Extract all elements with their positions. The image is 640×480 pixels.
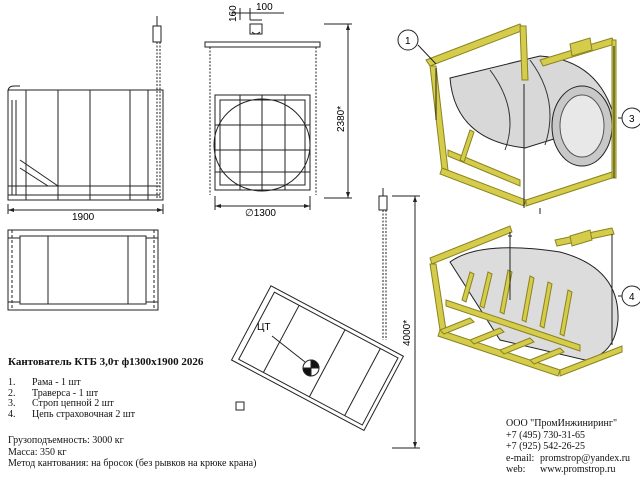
front-view	[204, 8, 352, 210]
company-email: e-mail:promstrop@yandex.ru	[506, 452, 631, 464]
spec-method: Метод кантования: на бросок (без рывков …	[8, 458, 257, 469]
dim-width-top: 100	[256, 2, 273, 13]
parts-item: 1.Рама - 1 шт	[8, 377, 81, 388]
cg-label: ЦТ	[257, 322, 271, 333]
web-link[interactable]: www.promstrop.ru	[540, 464, 616, 475]
company-contacts: ООО "ПромИнжиниринг" +7 (495) 730-31-65 …	[506, 418, 630, 476]
dim-offset-top: 160	[228, 5, 239, 22]
drawing-title: Кантователь КТБ 3,0т ф1300х1900 2026	[8, 356, 204, 368]
company-web: web:www.promstrop.ru	[506, 464, 616, 475]
email-link[interactable]: promstrop@yandex.ru	[540, 452, 631, 464]
parts-item: 2.Траверса - 1 шт	[8, 387, 99, 399]
top-view	[7, 229, 159, 311]
callout-3: 3	[629, 114, 635, 125]
specs-block: Грузоподъемность: 3000 кг Масса: 350 кг …	[8, 435, 256, 470]
spec-mass: Масса: 350 кг	[8, 446, 67, 458]
dim-diameter: ∅1300	[245, 208, 276, 219]
iso-view-empty	[429, 225, 623, 377]
callout-4: 4	[629, 292, 635, 303]
parts-list: 1.Рама - 1 шт 2.Траверса - 1 шт 3.Строп …	[8, 377, 135, 420]
dim-height-tilt: 4000*	[402, 320, 413, 346]
iso-view-loaded	[425, 23, 617, 214]
dim-height-total: 2380*	[336, 106, 347, 132]
company-phone-2: +7 (925) 542-26-25	[506, 441, 585, 452]
tilted-view	[230, 188, 420, 449]
dim-length: 1900	[72, 212, 95, 223]
side-view	[7, 16, 164, 214]
company-phone-1: +7 (495) 730-31-65	[506, 429, 585, 441]
callout-1: 1	[405, 36, 411, 47]
company-name: ООО "ПромИнжиниринг"	[506, 418, 618, 429]
callout-leaders	[397, 29, 640, 307]
dimension-arrows	[8, 24, 417, 448]
parts-item: 3.Строп цепной 2 шт	[8, 398, 114, 410]
parts-item: 4.Цепь страховочная 2 шт	[8, 408, 135, 420]
spec-capacity: Грузоподъемность: 3000 кг	[8, 435, 124, 446]
